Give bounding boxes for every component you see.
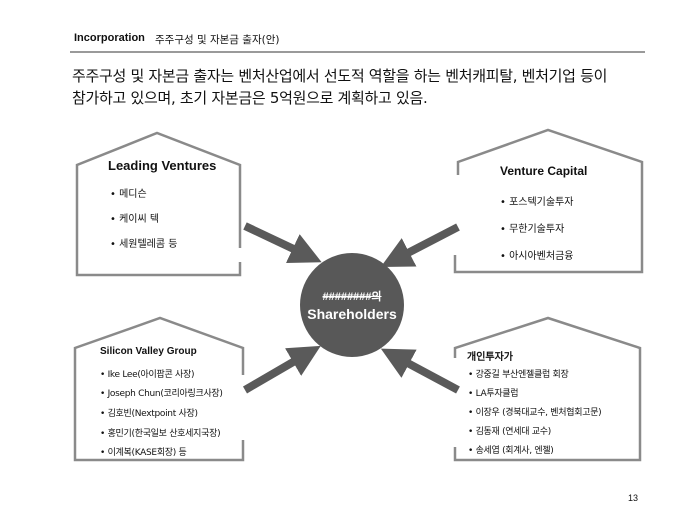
list-item: • 송세엽 (회계사, 엔젤) (468, 446, 554, 456)
arrow-top-left (243, 222, 322, 264)
header-title: Incorporation (74, 32, 145, 44)
house-individual (453, 316, 642, 462)
arrow-bottom-left (242, 345, 321, 394)
lead-line-1: 주주구성 및 자본금 출자는 벤처산업에서 선도적 역할을 하는 벤처캐피탈, … (72, 67, 608, 85)
list-item: • 포스텍기술투자 (500, 197, 574, 208)
list-item: • Joseph Chun(코리아링크사장) (100, 389, 223, 399)
list-item: • 무한기술투자 (500, 224, 565, 235)
indiv-title: 개인투자가 (467, 352, 513, 363)
list-item: • 메디슨 (110, 189, 147, 200)
list-item: • 아시아벤처금융 (500, 251, 574, 262)
shareholders-circle (300, 253, 404, 357)
list-item: • 세원텔레콤 등 (110, 239, 178, 250)
leading-title: Leading Ventures (108, 158, 217, 173)
lead-line-2: 참가하고 있으며, 초기 자본금은 5억원으로 계획하고 있음. (72, 89, 428, 107)
vc-title: Venture Capital (500, 164, 588, 178)
center-line-2: Shareholders (307, 306, 397, 322)
header-subtitle: 주주구성 및 자본금 출자(안) (155, 34, 280, 46)
list-item: • 김동재 (연세대 교수) (468, 427, 551, 437)
list-item: • 강중길 부산엔젤클럽 회장 (468, 370, 569, 380)
list-item: • 케이씨 텍 (110, 214, 160, 225)
arrow-bottom-right (380, 348, 460, 394)
svg-title: Silicon Valley Group (100, 346, 197, 357)
arrow-top-right (380, 223, 460, 268)
center-line-1: ########의 (322, 291, 382, 303)
list-item: • 이장우 (경북대교수, 벤처협회고문) (468, 408, 602, 418)
house-venture-capital (453, 128, 644, 274)
list-item: • 홍민기(한국일보 산호세지국장) (100, 429, 221, 439)
list-item: • LA투자클럽 (468, 389, 519, 399)
list-item: • 김호빈(Nextpoint 사장) (100, 409, 198, 419)
list-item: • 이계복(KASE회장) 등 (100, 448, 187, 458)
header-divider (70, 51, 645, 53)
house-leading-ventures (75, 131, 242, 277)
page-number: 13 (627, 493, 638, 503)
list-item: • Ike Lee(아이팝콘 사장) (100, 370, 195, 380)
house-silicon-valley (73, 316, 245, 462)
